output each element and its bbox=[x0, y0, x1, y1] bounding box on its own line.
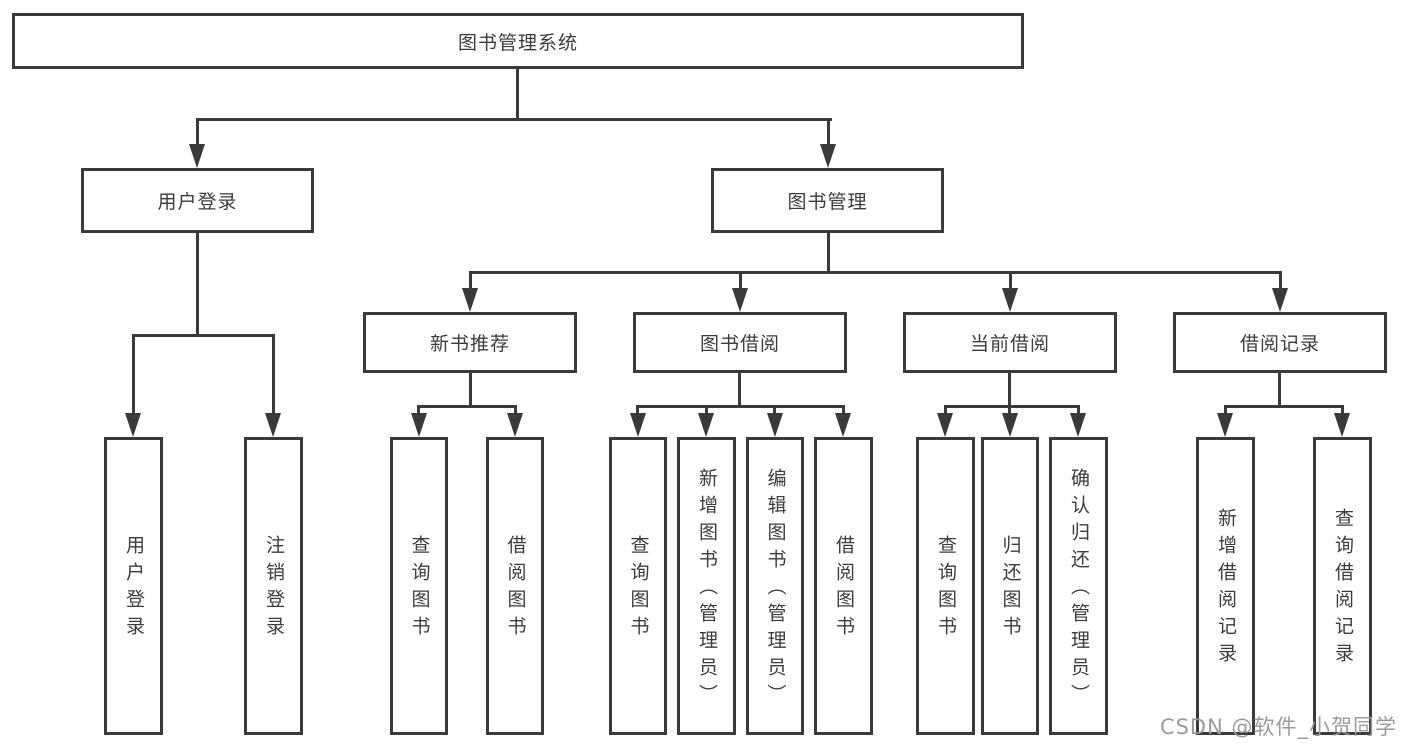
arrow-down-icon bbox=[507, 413, 523, 437]
connector-leaf-stub bbox=[705, 405, 708, 415]
arrow-down-icon bbox=[937, 413, 953, 437]
connector-user-login-stem bbox=[196, 233, 199, 336]
arrow-down-icon bbox=[820, 144, 836, 168]
leaf-edit-books-admin: 编辑图书（管理员） bbox=[746, 437, 804, 735]
connector-leaf-stub bbox=[842, 405, 845, 415]
connector-leaf-stub bbox=[1008, 405, 1011, 415]
leaf-add-borrow-record: 新增借阅记录 bbox=[1196, 437, 1255, 735]
connector-newbook-crossbar bbox=[417, 405, 517, 408]
connector-to-borrowing-records bbox=[1279, 271, 1282, 291]
leaf-borrow-books-recommend: 借阅图书 bbox=[486, 437, 544, 735]
connector-leaf-stub bbox=[417, 405, 420, 415]
node-current-borrowing: 当前借阅 bbox=[903, 312, 1117, 373]
connector-newbook-stem bbox=[469, 373, 472, 407]
connector-leaf-stub bbox=[636, 405, 639, 415]
leaf-query-books-recommend: 查询图书 bbox=[390, 437, 448, 735]
arrow-down-icon bbox=[630, 413, 646, 437]
node-library-management-system: 图书管理系统 bbox=[12, 13, 1024, 69]
connector-leaf-stub bbox=[944, 405, 947, 415]
csdn-watermark: CSDN @软件_小贺同学 bbox=[1159, 715, 1397, 739]
node-borrowing-records: 借阅记录 bbox=[1173, 312, 1387, 373]
arrow-down-icon bbox=[835, 413, 851, 437]
leaf-query-borrow-record: 查询借阅记录 bbox=[1313, 437, 1372, 735]
connector-borrowing-crossbar bbox=[637, 405, 845, 408]
connector-to-new-book bbox=[469, 271, 472, 291]
node-user-login: 用户登录 bbox=[81, 168, 314, 233]
connector-root-crossbar bbox=[196, 118, 832, 121]
leaf-query-books-current: 查询图书 bbox=[916, 437, 975, 735]
arrow-down-icon bbox=[732, 288, 748, 312]
connector-current-crossbar bbox=[944, 405, 1080, 408]
connector-root-stem bbox=[516, 69, 519, 121]
connector-current-stem bbox=[1008, 373, 1011, 407]
connector-leaf-stub bbox=[1341, 405, 1344, 415]
arrow-down-icon bbox=[265, 413, 281, 437]
arrow-down-icon bbox=[1217, 413, 1233, 437]
connector-user-login-crossbar bbox=[132, 334, 275, 337]
arrow-down-icon bbox=[1070, 413, 1086, 437]
arrow-down-icon bbox=[1272, 288, 1288, 312]
arrow-down-icon bbox=[1334, 413, 1350, 437]
node-book-management: 图书管理 bbox=[711, 168, 944, 233]
connector-to-leaf-logout bbox=[272, 334, 275, 415]
connector-to-book-borrowing bbox=[739, 271, 742, 291]
connector-to-user-login bbox=[196, 118, 199, 148]
node-new-book-recommendation: 新书推荐 bbox=[363, 312, 577, 373]
arrow-down-icon bbox=[189, 144, 205, 168]
connector-book-mgmt-crossbar bbox=[469, 271, 1282, 274]
arrow-down-icon bbox=[1002, 413, 1018, 437]
arrow-down-icon bbox=[125, 413, 141, 437]
leaf-logout: 注销登录 bbox=[244, 437, 303, 735]
connector-records-crossbar bbox=[1224, 405, 1344, 408]
connector-leaf-stub bbox=[1224, 405, 1227, 415]
connector-borrowing-stem bbox=[738, 373, 741, 407]
connector-to-book-management bbox=[827, 118, 830, 148]
leaf-query-books-borrowing: 查询图书 bbox=[609, 437, 667, 735]
node-book-borrowing: 图书借阅 bbox=[633, 312, 847, 373]
leaf-user-login: 用户登录 bbox=[104, 437, 163, 735]
arrow-down-icon bbox=[411, 413, 427, 437]
arrow-down-icon bbox=[767, 413, 783, 437]
connector-leaf-stub bbox=[514, 405, 517, 415]
leaf-borrow-books-borrowing: 借阅图书 bbox=[814, 437, 873, 735]
leaf-return-books: 归还图书 bbox=[981, 437, 1039, 735]
connector-records-stem bbox=[1278, 373, 1281, 407]
connector-leaf-stub bbox=[1077, 405, 1080, 415]
connector-book-mgmt-stem bbox=[827, 233, 830, 273]
leaf-confirm-return-admin: 确认归还（管理员） bbox=[1049, 437, 1108, 735]
arrow-down-icon bbox=[462, 288, 478, 312]
arrow-down-icon bbox=[1002, 288, 1018, 312]
connector-leaf-stub bbox=[773, 405, 776, 415]
connector-to-leaf-user-login bbox=[132, 334, 135, 415]
arrow-down-icon bbox=[698, 413, 714, 437]
leaf-add-books-admin: 新增图书（管理员） bbox=[677, 437, 736, 735]
connector-to-current-borrowing bbox=[1009, 271, 1012, 291]
